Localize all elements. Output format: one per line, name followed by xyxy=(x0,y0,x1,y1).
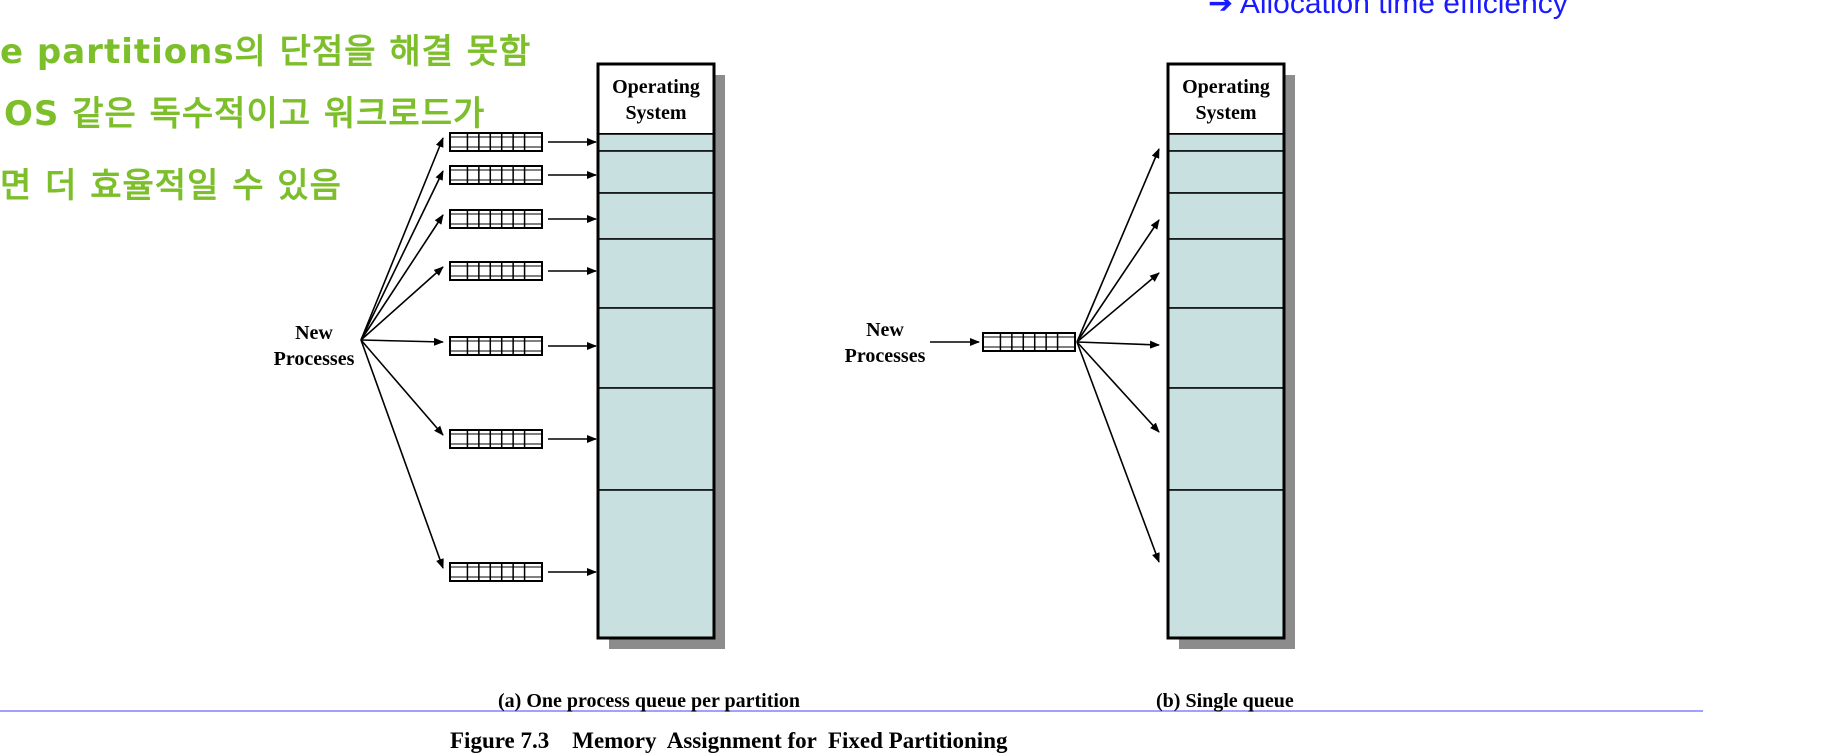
panel-a-one-queue-per-partition xyxy=(360,62,725,649)
panel-b-partition-5 xyxy=(1167,307,1285,389)
panel-a-memory-outline xyxy=(596,62,716,640)
panel-b-partition-6 xyxy=(1167,387,1285,491)
panel-a-fan-arrow-1 xyxy=(360,137,444,341)
panel-a-new-processes-label: New Processes xyxy=(273,322,355,370)
panel-a-fan-arrow-6 xyxy=(360,339,444,436)
figure-caption: Figure 7.3 Memory Assignment for Fixed P… xyxy=(450,728,1008,753)
panel-b-partition-2 xyxy=(1167,150,1285,194)
panel-b-memory-header: Operating System xyxy=(1182,76,1270,124)
panel-b-fan-arrow-3 xyxy=(1076,272,1160,343)
panel-b-fan-arrow-6 xyxy=(1076,341,1160,563)
handwritten-annotation-line-3: 면 더 효율적일 수 있음 xyxy=(0,166,342,206)
panel-a-partition-4 xyxy=(597,238,715,309)
panel-a-partition-3 xyxy=(597,192,715,240)
panel-b-fan-arrow-2 xyxy=(1076,219,1160,343)
panel-a-queue-5 xyxy=(449,336,543,356)
handwritten-annotation-line-2: OS 같은 독수적이고 워크로드가 xyxy=(4,94,486,134)
panel-b-partition-4 xyxy=(1167,238,1285,309)
panel-b-partition-7 xyxy=(1167,489,1285,639)
panel-a-fan-arrow-7 xyxy=(360,339,444,569)
panel-a-fan-arrow-2 xyxy=(360,170,444,341)
panel-a-partition-6 xyxy=(597,387,715,491)
panel-a-partition-5 xyxy=(597,307,715,389)
panel-a-queue-2 xyxy=(449,165,543,185)
panel-b-caption: (b) Single queue xyxy=(1156,690,1294,712)
panel-b-fan-arrow-1 xyxy=(1076,148,1160,343)
panel-b-os-region xyxy=(1167,63,1285,135)
panel-b-fan-arrow-5 xyxy=(1076,341,1160,433)
handwritten-annotation-line-1: e partitions의 단점을 해결 못함 xyxy=(0,32,532,72)
panel-a-fan-arrow-5 xyxy=(360,337,444,346)
panel-a-partition-7 xyxy=(597,489,715,639)
panel-a-caption: (a) One process queue per partition xyxy=(498,690,801,712)
panel-a-queue-6 xyxy=(449,429,543,449)
panel-a-memory-header: Operating System xyxy=(612,76,700,124)
panel-a-fan-arrow-4 xyxy=(360,266,444,341)
panel-a-queue-1 xyxy=(449,132,543,152)
panel-a-queue-3 xyxy=(449,209,543,229)
panel-b-memory-outline xyxy=(1166,62,1286,640)
panel-a-partition-2 xyxy=(597,150,715,194)
panel-b-partition-1 xyxy=(1167,133,1285,152)
panel-b-new-processes-label: New Processes xyxy=(844,319,926,367)
panel-a-queue-7 xyxy=(449,562,543,582)
panel-a-partition-1 xyxy=(597,133,715,152)
panel-b-fan-arrow-4 xyxy=(1076,340,1160,349)
typed-note: ➔ Allocation time efficiency xyxy=(1208,0,1568,20)
panel-b-partition-3 xyxy=(1167,192,1285,240)
panel-a-queue-4 xyxy=(449,261,543,281)
panel-a-fan-arrow-3 xyxy=(360,214,444,341)
panel-b-single-queue xyxy=(930,62,1295,649)
panel-b-single-queue xyxy=(982,332,1076,352)
